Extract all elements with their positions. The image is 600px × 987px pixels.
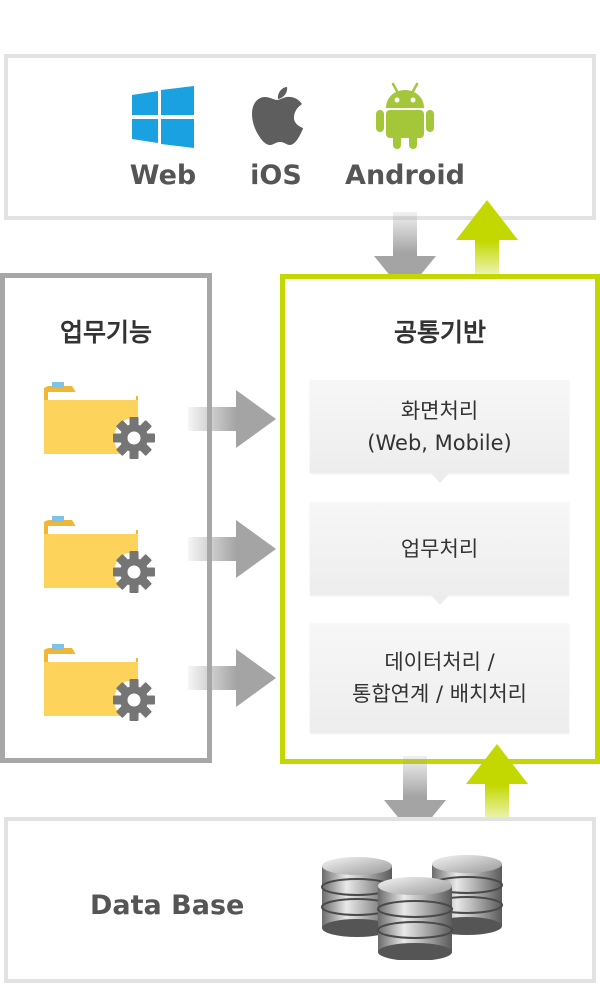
platform-label-web: Web (129, 160, 197, 191)
arrow-down-icon (374, 212, 436, 294)
layer-line: 업무처리 (400, 536, 479, 561)
platform-label-ios: iOS (250, 160, 302, 191)
arrow-right-icon (188, 520, 276, 578)
windows-icon (132, 86, 194, 148)
folder-gear-icon (44, 382, 155, 459)
layer-screen-processing: 화면처리 (Web, Mobile) (310, 380, 569, 473)
layer-line: 데이터처리 / (384, 650, 495, 674)
arrow-right-icon (188, 649, 276, 707)
arrow-up-icon (466, 744, 528, 826)
connector-notch (431, 473, 449, 483)
database-label: Data Base (90, 890, 245, 921)
layer-line: (Web, Mobile) (367, 430, 512, 455)
layer-line: 화면처리 (400, 398, 479, 423)
folder-gear-icon (44, 644, 155, 721)
android-icon (376, 82, 434, 149)
database-icon (321, 855, 503, 960)
arrow-up-icon (456, 200, 518, 282)
folder-gear-icon (44, 516, 155, 593)
business-functions-title: 업무기능 (59, 318, 152, 347)
layer-data-processing: 데이터처리 / 통합연계 / 배치처리 (310, 623, 569, 733)
layer-business-processing: 업무처리 (310, 502, 569, 595)
connector-notch (431, 595, 449, 605)
platform-box (4, 54, 596, 220)
common-foundation-title: 공통기반 (393, 318, 486, 347)
apple-icon (252, 87, 303, 145)
platform-label-android: Android (345, 160, 465, 191)
layer-line: 통합연계 / 배치처리 (352, 682, 527, 706)
arrow-right-icon (188, 390, 276, 448)
